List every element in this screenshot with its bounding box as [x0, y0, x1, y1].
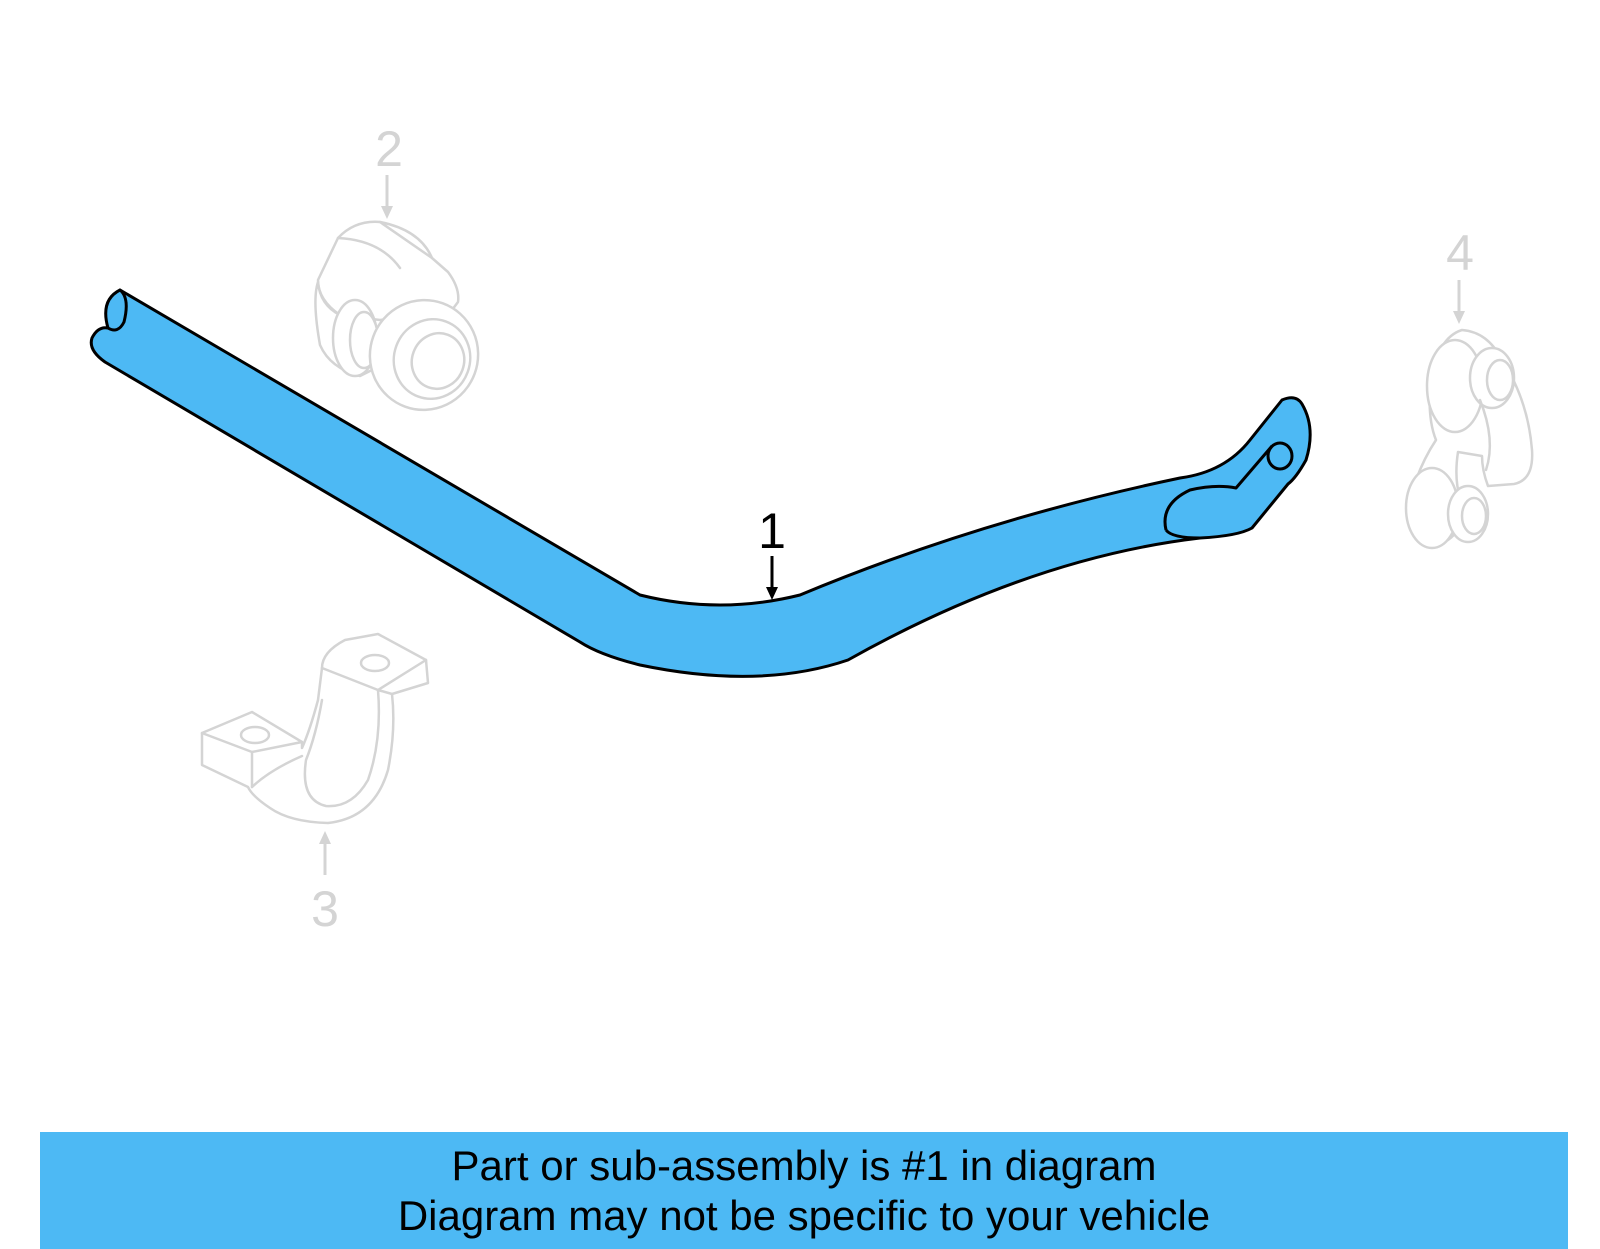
callout-2-label: 2: [375, 121, 403, 177]
callout-3-label: 3: [311, 881, 339, 937]
bar-eye-hole: [1266, 441, 1294, 471]
info-banner: Part or sub-assembly is #1 in diagram Di…: [40, 1132, 1568, 1249]
callout-3: 3: [311, 831, 339, 937]
banner-line-2: Diagram may not be specific to your vehi…: [397, 1192, 1211, 1239]
bar-end-cap: [104, 288, 128, 332]
callout-1-label: 1: [758, 503, 786, 559]
callout-2: 2: [375, 121, 403, 219]
part-2-bushing[interactable]: [314, 220, 493, 425]
part-4-link[interactable]: [1404, 328, 1534, 550]
part-1-stabilizer-bar[interactable]: [89, 288, 1312, 678]
part-3-bracket[interactable]: [200, 632, 430, 825]
callout-4: 4: [1446, 225, 1474, 324]
callout-1: 1: [758, 503, 786, 600]
bar-eye-flange: [1163, 445, 1274, 531]
banner-line-1: Part or sub-assembly is #1 in diagram: [451, 1142, 1157, 1189]
stabilizer-bar-body: [89, 288, 1312, 678]
info-banner-background: [40, 1132, 1568, 1249]
callout-4-label: 4: [1446, 225, 1474, 281]
